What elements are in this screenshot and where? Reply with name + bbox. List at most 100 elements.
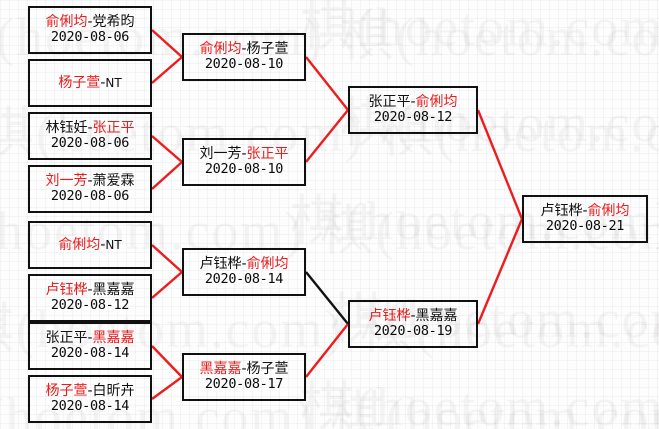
player-a-name: 黑嘉嘉 [199, 361, 242, 378]
player-separator: - [87, 120, 93, 137]
connector-line [305, 271, 349, 325]
match-date: 2020-08-12 [373, 109, 453, 126]
match-players: 张正平-俞俐均 [368, 94, 457, 110]
connector-line [151, 376, 183, 400]
player-a-name: 杨子萱 [58, 74, 101, 91]
player-a-name: 林钰妊 [45, 120, 88, 137]
match-players: 卢钰桦-黑嘉嘉 [45, 282, 134, 298]
player-a-name: 刘一芳 [45, 173, 88, 190]
player-a-name: 俞俐均 [199, 41, 242, 58]
player-b-name: 黑嘉嘉 [92, 330, 135, 347]
player-b-name: 杨子萱 [246, 361, 289, 378]
player-a-name: 俞俐均 [45, 14, 88, 31]
player-b-name: 俞俐均 [587, 203, 630, 220]
connector-line [151, 135, 183, 163]
player-b-name: NT [105, 237, 122, 252]
match-players: 俞俐均-党希昀 [45, 14, 134, 30]
player-separator: - [87, 14, 93, 31]
match-players: 杨子萱-白昕卉 [45, 383, 134, 399]
player-b-name: 张正平 [92, 120, 135, 137]
connector-line [305, 109, 349, 163]
connector-line [151, 56, 183, 84]
player-a-name: 张正平 [368, 94, 411, 111]
match-players: 刘一芳-张正平 [199, 146, 288, 162]
match-players: 俞俐均-NT [58, 237, 121, 253]
player-a-name: 卢钰桦 [199, 256, 242, 273]
player-a-name: 卢钰桦 [540, 203, 583, 220]
player-separator: - [87, 173, 93, 190]
player-a-name: 卢钰桦 [368, 308, 411, 325]
player-a-name: 杨子萱 [45, 383, 88, 400]
connector-line [151, 161, 183, 190]
match-date: 2020-08-14 [50, 345, 130, 362]
player-separator: - [87, 383, 93, 400]
player-b-name: 萧爱霖 [92, 173, 135, 190]
player-a-name: 张正平 [45, 330, 88, 347]
player-b-name: 黑嘉嘉 [415, 308, 458, 325]
match-date: 2020-08-14 [204, 271, 284, 288]
match-date: 2020-08-12 [50, 297, 130, 314]
match-date: 2020-08-10 [204, 161, 284, 178]
player-separator: - [241, 41, 247, 58]
connector-line [151, 244, 183, 273]
connector-line [151, 271, 183, 299]
match-players: 俞俐均-杨子萱 [199, 41, 288, 57]
player-separator: - [410, 94, 416, 111]
player-b-name: 党希昀 [92, 14, 135, 31]
match-players: 黑嘉嘉-杨子萱 [199, 361, 288, 377]
player-separator: - [100, 74, 106, 91]
player-separator: - [100, 236, 106, 253]
connector-line [305, 323, 349, 378]
player-separator: - [87, 282, 93, 299]
player-b-name: 黑嘉嘉 [92, 282, 135, 299]
player-b-name: 杨子萱 [246, 41, 289, 58]
match-players: 林钰妊-张正平 [45, 120, 134, 136]
match-date: 2020-08-19 [373, 323, 453, 340]
match-players: 卢钰桦-黑嘉嘉 [368, 308, 457, 324]
match-date: 2020-08-10 [204, 56, 284, 73]
connector-line [151, 29, 183, 58]
match-box[interactable]: 杨子萱-NT [28, 59, 152, 107]
match-date: 2020-08-21 [545, 218, 625, 235]
match-players: 卢钰桦-俞俐均 [199, 256, 288, 272]
player-separator: - [241, 146, 247, 163]
connector-line [476, 109, 524, 220]
match-players: 卢钰桦-俞俐均 [540, 203, 629, 219]
player-a-name: 卢钰桦 [45, 282, 88, 299]
match-date: 2020-08-06 [50, 188, 130, 205]
match-players: 刘一芳-萧爱霖 [45, 173, 134, 189]
player-separator: - [241, 256, 247, 273]
player-separator: - [87, 330, 93, 347]
match-box[interactable]: 俞俐均-NT [28, 221, 152, 269]
match-date: 2020-08-06 [50, 135, 130, 152]
match-date: 2020-08-06 [50, 29, 130, 46]
player-a-name: 刘一芳 [199, 146, 242, 163]
match-date: 2020-08-17 [204, 376, 284, 393]
player-b-name: NT [105, 75, 122, 90]
player-separator: - [410, 308, 416, 325]
player-a-name: 俞俐均 [58, 236, 101, 253]
connector-line [305, 56, 349, 111]
match-players: 杨子萱-NT [58, 75, 121, 91]
player-b-name: 俞俐均 [246, 256, 289, 273]
player-b-name: 俞俐均 [415, 94, 458, 111]
match-players: 张正平-黑嘉嘉 [45, 330, 134, 346]
player-b-name: 张正平 [246, 146, 289, 163]
player-separator: - [241, 361, 247, 378]
connector-line [151, 345, 183, 378]
